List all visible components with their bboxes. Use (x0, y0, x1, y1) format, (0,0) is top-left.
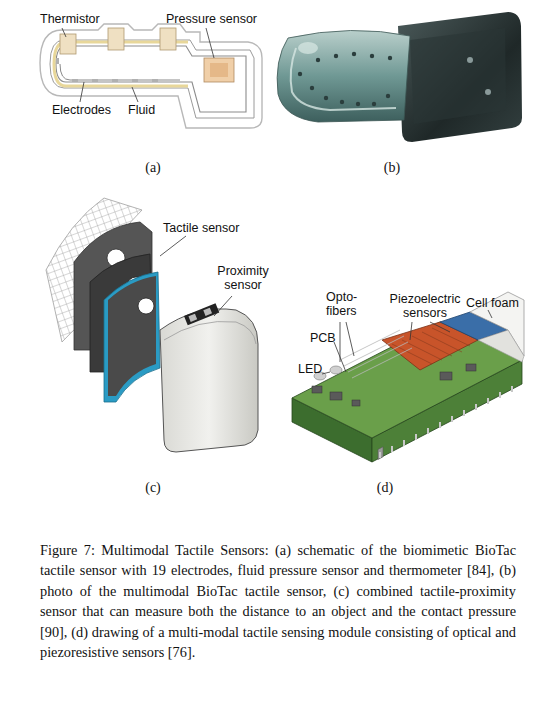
part-label: Thermistor (40, 12, 100, 26)
figure-caption: Figure 7: Multimodal Tactile Sensors: (a… (40, 540, 516, 662)
panel-label: (d) (360, 480, 410, 496)
part-label: Fluid (128, 103, 155, 117)
panel-label: (b) (367, 160, 417, 176)
tactile-proximity-drawing (46, 198, 258, 452)
part-label: Proximity sensor (210, 264, 276, 292)
panel-label: (a) (128, 160, 178, 176)
biotac-schematic (40, 24, 262, 128)
part-label: PCB (310, 331, 336, 345)
part-label: Cell foam (466, 296, 519, 310)
part-label: LED (298, 362, 322, 376)
part-label: Piezoelectric sensors (383, 292, 467, 320)
part-label: Tactile sensor (163, 221, 239, 235)
part-label: Electrodes (52, 103, 111, 117)
panel-label: (c) (128, 480, 178, 496)
biotac-photo (270, 8, 522, 150)
part-label: Pressure sensor (166, 12, 257, 26)
part-label: Opto-fibers (326, 290, 366, 318)
